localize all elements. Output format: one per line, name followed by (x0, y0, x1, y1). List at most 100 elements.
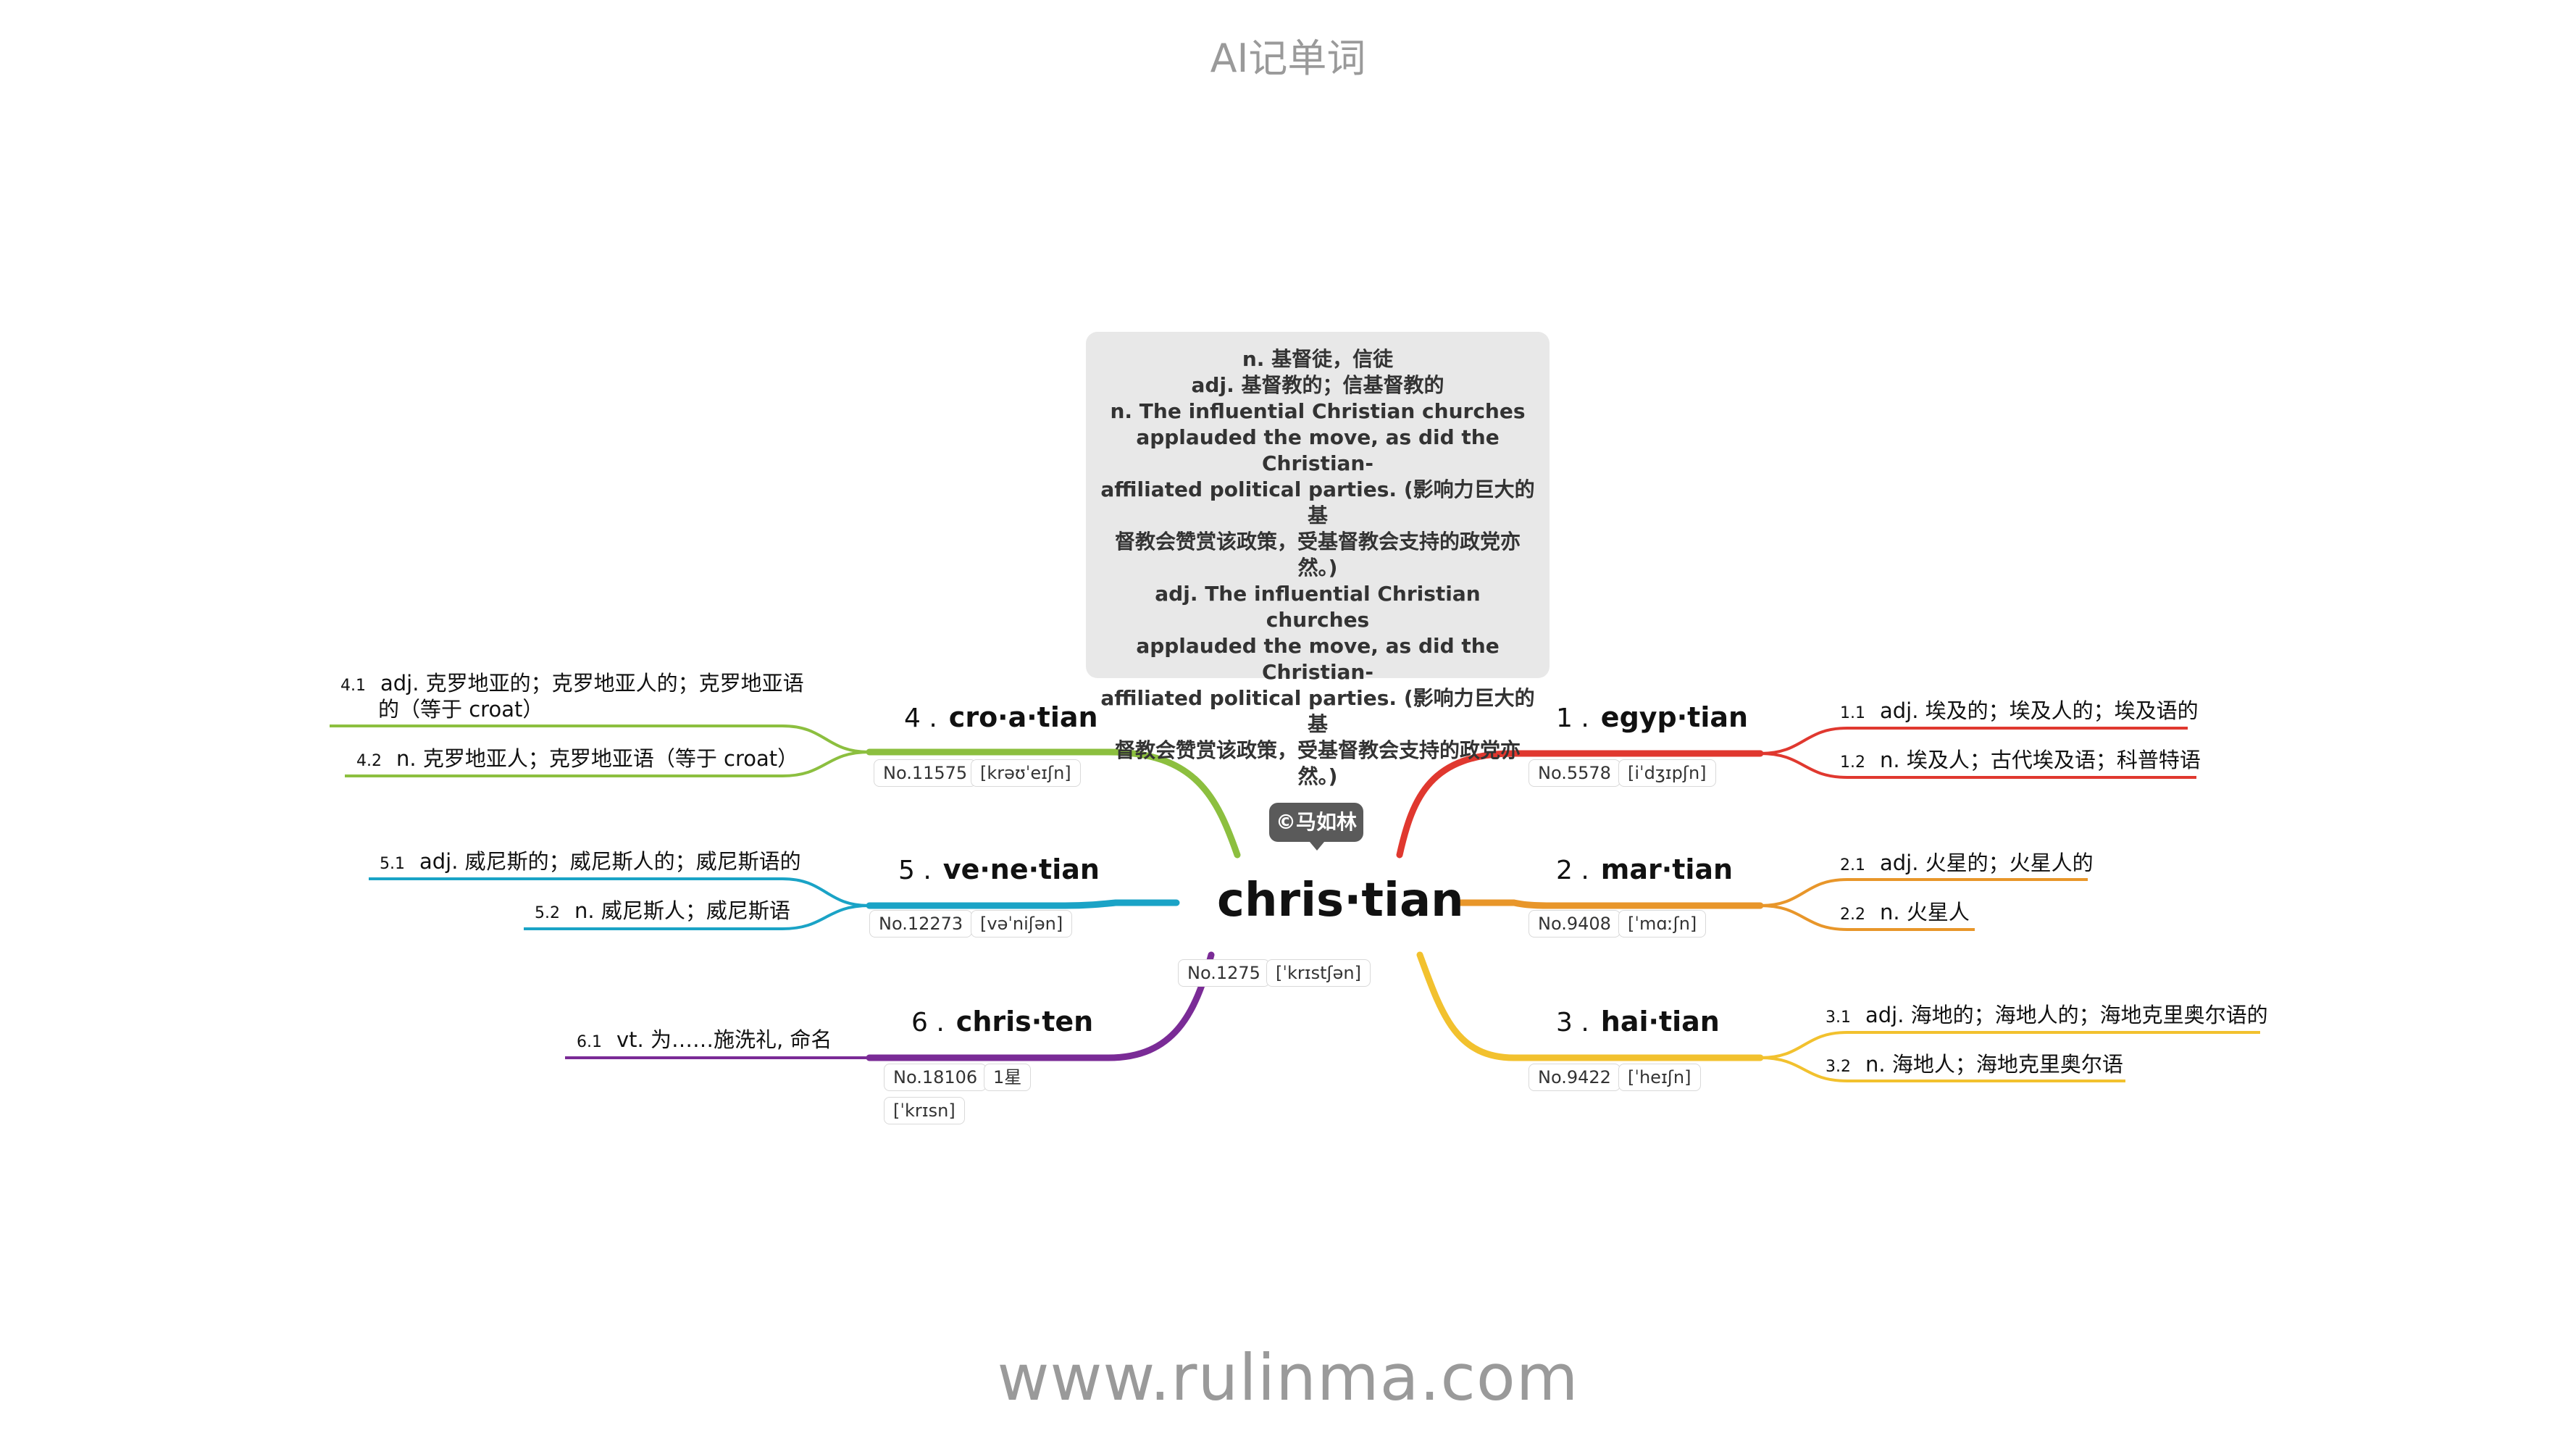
item-text: adj. 威尼斯的；威尼斯人的；威尼斯语的 (419, 849, 801, 874)
item-5-2-line (524, 904, 870, 930)
item-text: adj. 克罗地亚的；克罗地亚人的；克罗地亚语 (380, 671, 804, 696)
definition-line: applauded the move, as did the Christian… (1136, 634, 1500, 684)
branch-1-number-tag: No.5578 (1529, 759, 1621, 787)
item-3-1[interactable]: 3.1 adj. 海地的；海地人的；海地克里奥尔语的 (1826, 998, 2268, 1029)
definition-line: affiliated political parties. (影响力巨大的基 (1100, 477, 1535, 527)
definition-line: 然。) (1297, 764, 1338, 788)
item-4-2-line (345, 751, 870, 777)
branch-5-number: 5 . (898, 856, 932, 885)
branch-5-heading[interactable]: 5 . ve·ne·tian (898, 853, 1100, 885)
branch-3-number: 3 . (1556, 1008, 1589, 1037)
definition-line: affiliated political parties. (影响力巨大的基 (1100, 686, 1535, 736)
branch-2-heading[interactable]: 2 . mar·tian (1556, 853, 1733, 885)
branch-2-number: 2 . (1556, 856, 1589, 885)
branch-3-number-tag: No.9422 (1529, 1064, 1621, 1091)
footer-url[interactable]: www.rulinma.com (997, 1340, 1579, 1415)
branch-4-phonetic-tag: [krəʊˈeɪʃn] (971, 759, 1081, 787)
definition-line: n. The influential Christian churches (1110, 399, 1526, 423)
branch-6-number: 6 . (911, 1008, 945, 1037)
item-5-1-line (369, 877, 870, 907)
item-1-2[interactable]: 1.2 n. 埃及人；古代埃及语；科普特语 (1840, 743, 2201, 774)
item-text: n. 威尼斯人；威尼斯语 (574, 898, 790, 923)
definition-box: n. 基督徒，信徒 adj. 基督教的；信基督教的 n. The influen… (1086, 332, 1550, 788)
item-index: 2.2 (1840, 906, 1865, 924)
item-index: 6.1 (577, 1033, 602, 1051)
branch-4-number-tag: No.11575 (874, 759, 977, 787)
branch-4-heading[interactable]: 4 . cro·a·tian (904, 701, 1098, 733)
item-2-2[interactable]: 2.2 n. 火星人 (1840, 895, 1970, 926)
item-4-1-line (330, 724, 870, 753)
item-5-2[interactable]: 5.2 n. 威尼斯人；威尼斯语 (535, 894, 790, 924)
branch-6-word: chris·ten (955, 1006, 1094, 1037)
definition-line: 督教会赞赏该政策，受基督教会支持的政党亦 (1114, 738, 1521, 762)
central-number-tag: No.1275 (1178, 959, 1270, 987)
item-index: 3.2 (1826, 1058, 1851, 1076)
branch-6-phonetic-tag: [ˈkrɪsn] (884, 1097, 965, 1124)
item-text: adj. 火星的；火星人的 (1880, 851, 2094, 875)
definition-line: adj. The influential Christian churches (1155, 582, 1481, 632)
item-1-2-line (1760, 752, 2196, 779)
branch-2-phonetic-tag: [ˈmɑːʃn] (1618, 910, 1707, 938)
branch-5-number-tag: No.12273 (869, 910, 973, 938)
branch-5-connector (866, 899, 1180, 909)
item-text: n. 海地人；海地克里奥尔语 (1865, 1052, 2123, 1077)
page-title: AI记单词 (1210, 36, 1366, 81)
branch-1-number: 1 . (1556, 703, 1589, 733)
item-index: 1.1 (1840, 704, 1865, 722)
item-3-1-line (1760, 1031, 2260, 1059)
branch-1-heading[interactable]: 1 . egyp·tian (1556, 701, 1748, 733)
item-3-2[interactable]: 3.2 n. 海地人；海地克里奥尔语 (1826, 1048, 2123, 1078)
branch-1-phonetic-tag: [iˈdʒɪpʃn] (1618, 759, 1716, 787)
branch-3-connector (1416, 951, 1764, 1061)
item-text: adj. 海地的；海地人的；海地克里奥尔语的 (1865, 1003, 2268, 1027)
item-1-1-line (1760, 727, 2188, 755)
branch-5-phonetic-tag: [vəˈniʃən] (971, 910, 1073, 938)
item-1-1[interactable]: 1.1 adj. 埃及的；埃及人的；埃及语的 (1840, 694, 2199, 724)
item-6-1[interactable]: 6.1 vt. 为……施洗礼, 命名 (577, 1023, 832, 1053)
branch-4-word: cro·a·tian (948, 701, 1098, 733)
definition-line: 督教会赞赏该政策，受基督教会支持的政党亦 (1114, 530, 1521, 554)
branch-6-heading[interactable]: 6 . chris·ten (911, 1006, 1093, 1037)
branch-3-word: hai·tian (1600, 1006, 1720, 1037)
branch-2-word: mar·tian (1600, 853, 1734, 885)
item-4-1-continued: 的（等于 croat） (378, 693, 543, 723)
branch-1-connector (1396, 750, 1764, 859)
branch-5-word: ve·ne·tian (942, 853, 1100, 885)
branch-1-word: egyp·tian (1600, 701, 1749, 733)
copyright-badge: ©马如林 (1269, 803, 1363, 851)
item-index: 1.2 (1840, 753, 1865, 772)
branch-2-connector (1452, 899, 1764, 909)
item-index: 5.2 (535, 904, 560, 922)
item-text: vt. 为……施洗礼, 命名 (616, 1027, 832, 1052)
item-text: n. 克罗地亚人；克罗地亚语（等于 croat） (396, 746, 799, 771)
item-2-1-line (1760, 878, 2088, 907)
branch-4-number: 4 . (904, 703, 937, 733)
item-text-continued: 的（等于 croat） (378, 697, 544, 722)
branch-6-number-tag: No.18106 (884, 1064, 987, 1091)
branch-2-number-tag: No.9408 (1529, 910, 1621, 938)
definition-line: n. 基督徒，信徒 (1242, 347, 1394, 371)
item-4-1[interactable]: 4.1 adj. 克罗地亚的；克罗地亚人的；克罗地亚语 (340, 667, 804, 697)
central-word[interactable]: chris·tian (1217, 874, 1464, 927)
item-2-1[interactable]: 2.1 adj. 火星的；火星人的 (1840, 846, 2094, 877)
item-3-2-line (1760, 1056, 2125, 1082)
definition-line: 然。) (1297, 556, 1338, 580)
item-text: adj. 埃及的；埃及人的；埃及语的 (1880, 698, 2199, 723)
item-2-2-line (1760, 904, 1975, 931)
item-4-2[interactable]: 4.2 n. 克罗地亚人；克罗地亚语（等于 croat） (356, 742, 798, 772)
item-index: 2.1 (1840, 856, 1865, 874)
item-index: 4.2 (356, 752, 382, 770)
central-phonetic-tag: [ˈkrɪstʃən] (1266, 959, 1371, 987)
branch-3-heading[interactable]: 3 . hai·tian (1556, 1006, 1720, 1037)
definition-line: applauded the move, as did the Christian… (1136, 425, 1500, 475)
item-index: 3.1 (1826, 1009, 1851, 1027)
item-5-1[interactable]: 5.1 adj. 威尼斯的；威尼斯人的；威尼斯语的 (380, 845, 801, 875)
item-text: n. 埃及人；古代埃及语；科普特语 (1880, 748, 2201, 772)
item-index: 4.1 (340, 677, 366, 695)
item-index: 5.1 (380, 855, 405, 873)
item-text: n. 火星人 (1880, 900, 1970, 924)
branch-3-phonetic-tag: [ˈheɪʃn] (1618, 1064, 1701, 1091)
branch-6-stars-tag: 1星 (984, 1064, 1032, 1091)
branch-4-connector (866, 748, 1241, 859)
definition-line: adj. 基督教的；信基督教的 (1191, 373, 1444, 397)
